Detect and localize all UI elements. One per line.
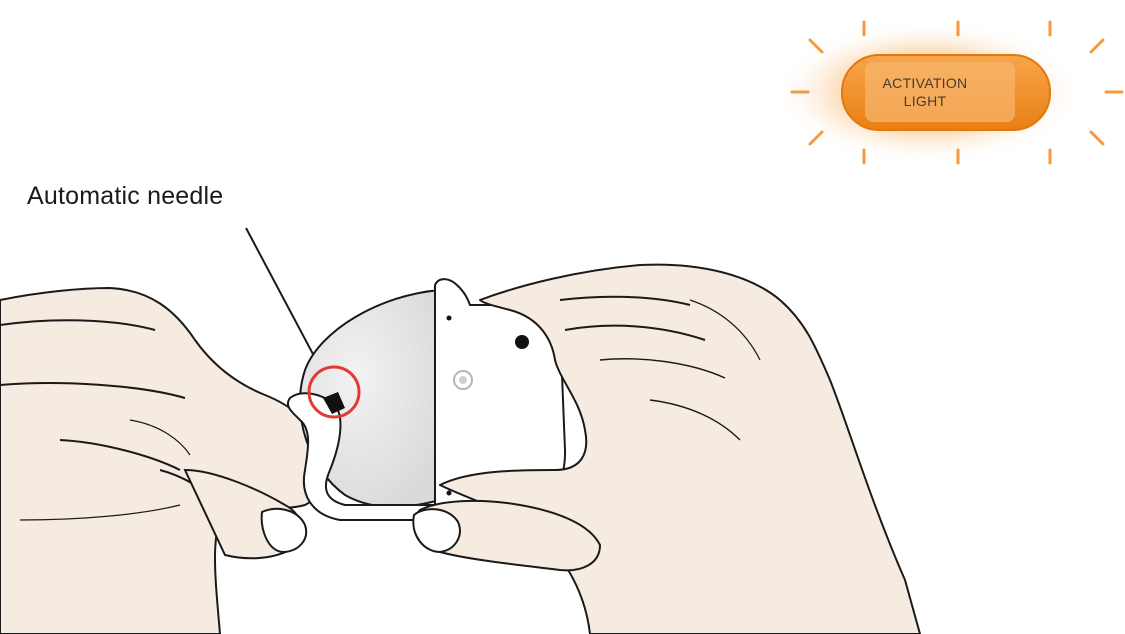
activation-light-line1: ACTIVATION (882, 75, 968, 91)
needle-highlight-circle (307, 365, 361, 419)
automatic-needle-label: Automatic needle (27, 182, 224, 210)
activation-light-label: ACTIVATION LIGHT (872, 74, 978, 110)
left-hand (0, 287, 326, 634)
activation-light-icon (773, 20, 1124, 165)
left-thumb (183, 468, 308, 560)
activation-light-line2: LIGHT (903, 93, 947, 109)
right-thumb (412, 499, 602, 572)
